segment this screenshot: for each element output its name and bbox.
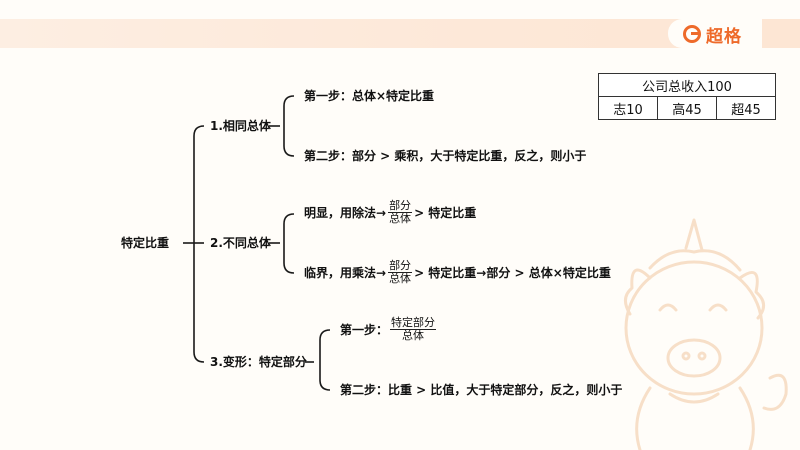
main-brace <box>193 125 205 363</box>
branch2-brace <box>283 213 295 274</box>
fraction: 部分 总体 <box>388 199 413 225</box>
info-table-cell: 志10 <box>598 96 658 120</box>
brand-logo: 超格 <box>683 22 742 47</box>
branch3-brace <box>319 329 331 391</box>
branch1-step2-text: 第二步：部分 > 乘积，大于特定比重，反之，则小于 <box>304 149 587 163</box>
branch2-case2-suffix: > 特定比重→部分 > 总体×特定比重 <box>414 265 611 280</box>
info-table-header: 公司总收入100 <box>598 73 776 97</box>
fraction-denominator: 总体 <box>402 329 425 342</box>
branch2-case2: 临界，用乘法→ 部分 总体 > 特定比重→部分 > 总体×特定比重 <box>304 260 611 285</box>
branch3-step1-prefix: 第一步： <box>340 322 389 337</box>
fraction-numerator: 部分 <box>388 199 413 213</box>
branch2-case2-prefix: 临界，用乘法→ <box>304 265 387 280</box>
branch1-node: 1.相同总体 <box>210 119 271 133</box>
fraction-denominator: 总体 <box>389 272 412 285</box>
branch1-step2: 第二步：部分 > 乘积，大于特定比重，反之，则小于 <box>304 149 586 163</box>
header-bar-end <box>762 19 800 48</box>
branch1-step1: 第一步：总体×特定比重 <box>304 89 434 103</box>
branch3-label: 3.变形：特定部分 <box>210 355 307 369</box>
root-label: 特定比重 <box>121 236 170 250</box>
branch3-step1: 第一步： 特定部分 总体 <box>340 317 438 342</box>
branch2-node: 2.不同总体 <box>210 236 271 250</box>
branch1-label: 1.相同总体 <box>210 119 271 133</box>
brand-logo-text: 超格 <box>706 26 742 47</box>
branch1-step1-text: 第一步：总体×特定比重 <box>304 89 435 103</box>
branch2-label: 2.不同总体 <box>210 236 271 250</box>
info-table-cell: 高45 <box>657 96 717 120</box>
branch3-step2-text: 第二步：比重 > 比值，大于特定部分，反之，则小于 <box>340 383 623 397</box>
root-node: 特定比重 <box>121 236 169 250</box>
branch2-case1-suffix: > 特定比重 <box>414 205 477 220</box>
branch3-node: 3.变形：特定部分 <box>210 355 307 369</box>
fraction: 特定部分 总体 <box>390 316 437 342</box>
fraction-numerator: 部分 <box>388 259 413 273</box>
fraction-numerator: 特定部分 <box>390 316 437 330</box>
branch2-case1: 明显，用除法→ 部分 总体 > 特定比重 <box>304 200 476 225</box>
branch2-case1-prefix: 明显，用除法→ <box>304 205 387 220</box>
info-table-cell: 超45 <box>716 96 776 120</box>
fraction-denominator: 总体 <box>389 212 412 225</box>
branch1-brace <box>283 95 295 157</box>
fraction: 部分 总体 <box>388 259 413 285</box>
branch3-step2: 第二步：比重 > 比值，大于特定部分，反之，则小于 <box>340 383 622 397</box>
info-table: 公司总收入100 志10 高45 超45 <box>598 73 776 120</box>
header-bar <box>0 19 800 48</box>
mascot-watermark-icon <box>624 218 788 450</box>
brand-logo-icon <box>683 25 701 43</box>
